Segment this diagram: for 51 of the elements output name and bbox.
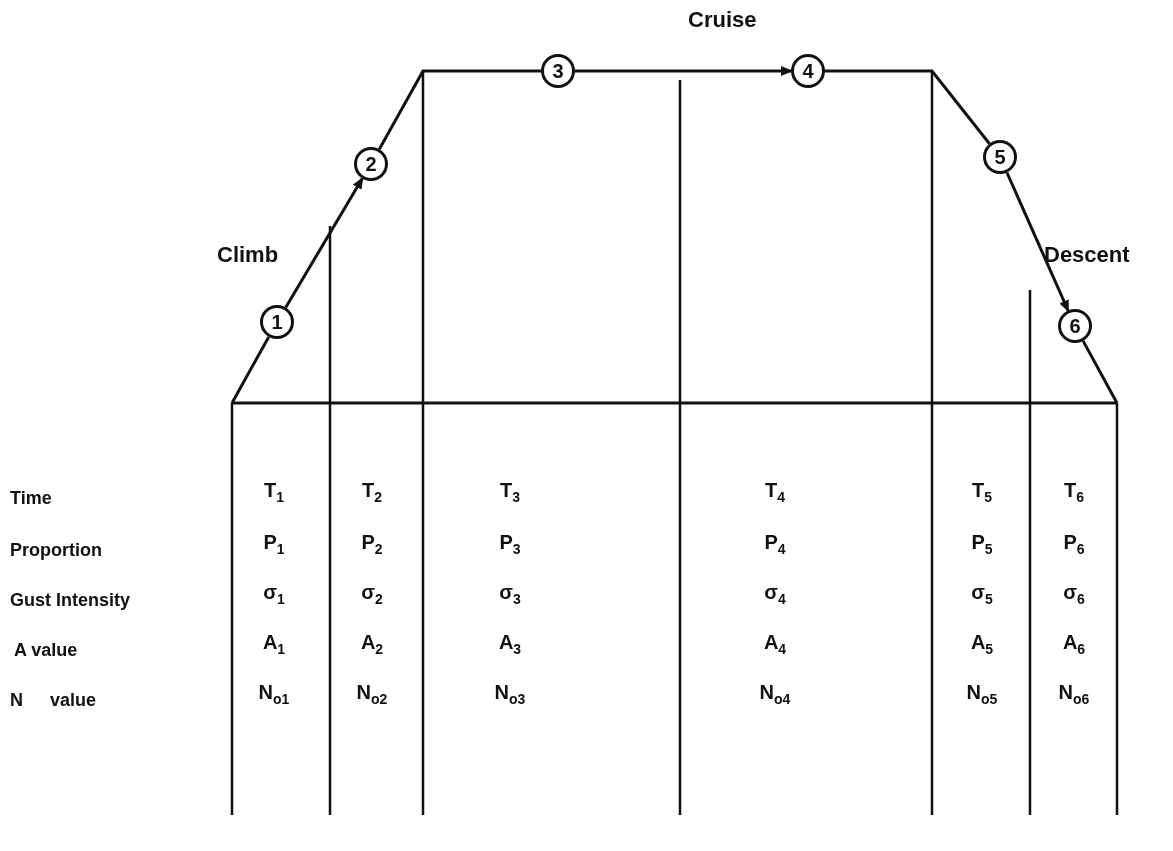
flight-path-line <box>1081 340 1119 404</box>
table-cell-text: A$_{4}$ <box>763 630 787 659</box>
table-cell-text: T$_{5}$ <box>972 478 992 507</box>
table-cell-text: T$_{2}$ <box>362 478 382 507</box>
phase-label: Climb <box>217 243 279 267</box>
phase-label: Descent <box>1044 243 1130 267</box>
step-number-circle: 2 <box>354 147 388 181</box>
table-cell-text: A$_{5}$ <box>970 630 994 659</box>
table-cell-text: P$_{1}$ <box>263 530 285 559</box>
table-cell-text: T$_{6}$ <box>1064 478 1084 507</box>
table-cell-text: σ$_{2}$ <box>361 580 383 609</box>
table-cell-text: σ$_{5}$ <box>971 580 993 609</box>
flight-path-line <box>378 69 541 150</box>
row-heading: A value <box>14 639 78 662</box>
flight-path-line <box>825 69 991 145</box>
table-cell-text: σ$_{3}$ <box>499 580 521 609</box>
step-number-circle: 4 <box>791 54 825 88</box>
table-cell-text: A$_{1}$ <box>262 630 286 659</box>
table-cell-text: P$_{5}$ <box>971 530 993 559</box>
table-cell-text: N$_{o3}$ <box>494 680 526 709</box>
flight-path-arrow <box>1005 171 1070 313</box>
table-cell-text: σ$_{4}$ <box>764 580 786 609</box>
table-cell-text: N$_{o6}$ <box>1058 680 1090 709</box>
table-cell-text: N$_{o4}$ <box>759 680 791 709</box>
table-cell-text: P$_{6}$ <box>1063 530 1085 559</box>
table-cell-text: σ$_{6}$ <box>1063 580 1085 609</box>
step-number-circle: 1 <box>260 305 294 339</box>
step-number-circle: 5 <box>983 140 1017 174</box>
table-cell-text: σ$_{1}$ <box>263 580 285 609</box>
table-cell-text: P$_{4}$ <box>764 530 786 559</box>
table-cell-text: P$_{2}$ <box>361 530 383 559</box>
table-cell-text: N$_{o2}$ <box>356 680 388 709</box>
phase-label: Cruise <box>688 8 757 32</box>
table-cell-text: T$_{4}$ <box>765 478 785 507</box>
table-cell-text: A$_{2}$ <box>360 630 384 659</box>
flight-path-arrow <box>284 176 364 309</box>
flight-path-arrow <box>575 66 793 76</box>
table-cell-text: T$_{3}$ <box>500 478 520 507</box>
row-heading: N value <box>10 689 97 712</box>
step-number-circle: 6 <box>1058 309 1092 343</box>
table-cell-text: A$_{3}$ <box>498 630 522 659</box>
row-heading: Gust Intensity <box>10 589 130 612</box>
table-cell-text: N$_{o1}$ <box>258 680 290 709</box>
table-cell-text: P$_{3}$ <box>499 530 521 559</box>
table-cell-text: T$_{1}$ <box>264 478 284 507</box>
row-heading: Proportion <box>10 539 102 562</box>
table-cell-text: N$_{o5}$ <box>966 680 998 709</box>
table-cell-text: A$_{6}$ <box>1062 630 1086 659</box>
flight-path-line <box>230 336 270 404</box>
row-heading: Time <box>10 487 52 510</box>
step-number-circle: 3 <box>541 54 575 88</box>
